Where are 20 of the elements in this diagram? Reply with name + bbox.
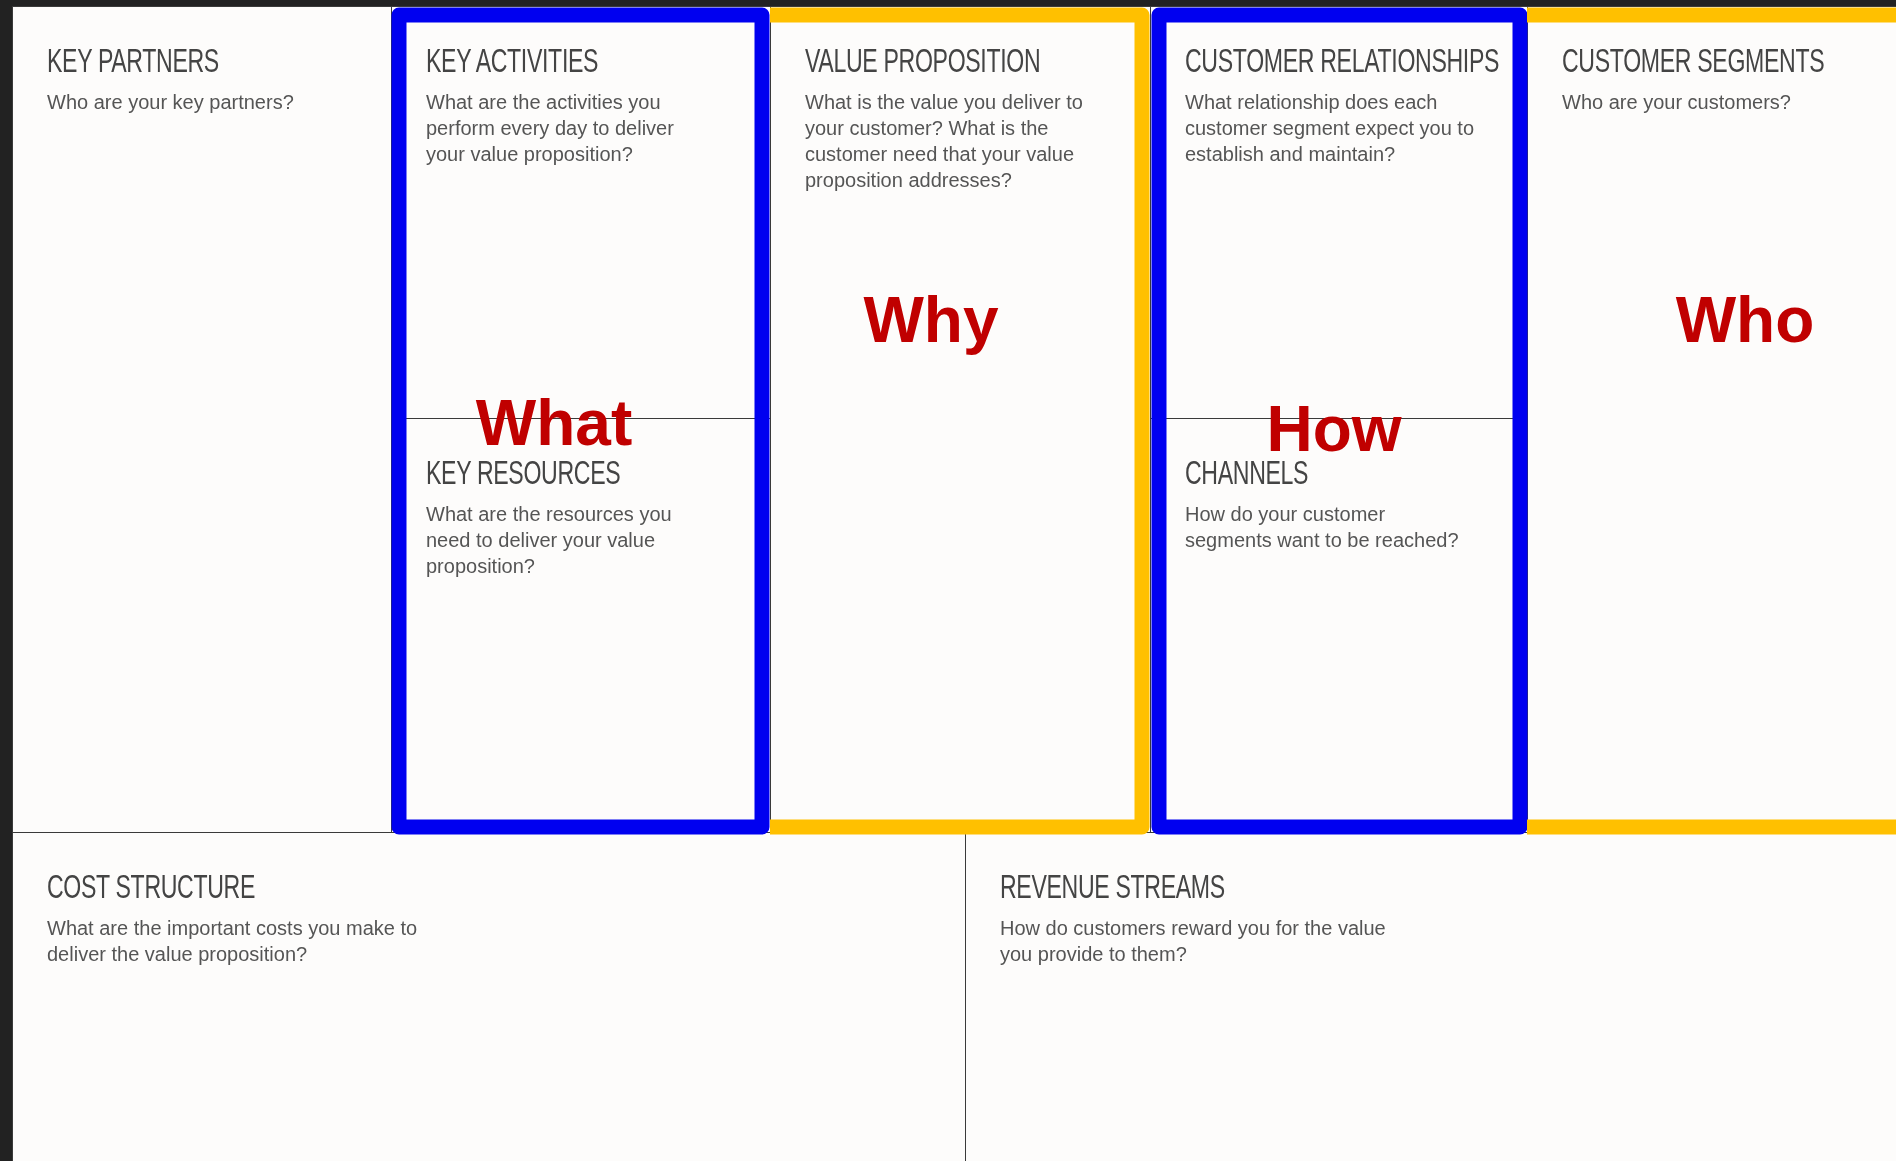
block-heading: KEY PARTNERS [47, 41, 219, 80]
block-heading: KEY ACTIVITIES [426, 41, 599, 80]
block-heading: REVENUE STREAMS [1000, 867, 1225, 906]
block-question: Who are your customers? [1562, 90, 1792, 115]
block-heading: CUSTOMER RELATIONSHIPS [1185, 41, 1500, 80]
block-question: What are the important costs you make to deliver the value proposition? [47, 916, 419, 967]
block-question: How do your customer segments want to be reached? [1185, 502, 1460, 553]
block-heading: VALUE PROPOSITION [805, 41, 1041, 80]
block-question: What is the value you deliver to your customer? What is the customer need that your value proposition addresses? [805, 90, 1084, 193]
block-question: What relationship does each customer segment expect you to establish and maintain? [1185, 90, 1476, 167]
block-question: How do customers reward you for the value you provide to them? [1000, 916, 1387, 967]
block-question: What are the activities you perform every day to deliver your value proposition? [426, 90, 675, 167]
block-heading: KEY RESOURCES [426, 453, 621, 492]
block-question: Who are your key partners? [47, 90, 295, 115]
block-heading: COST STRUCTURE [47, 867, 256, 906]
block-heading: CUSTOMER SEGMENTS [1562, 41, 1825, 80]
highlight-word: Why [863, 283, 999, 357]
highlight-word: Who [1675, 283, 1815, 357]
canvas-block [12, 6, 392, 833]
block-question: What are the resources you need to deliver your value proposition? [426, 502, 673, 579]
